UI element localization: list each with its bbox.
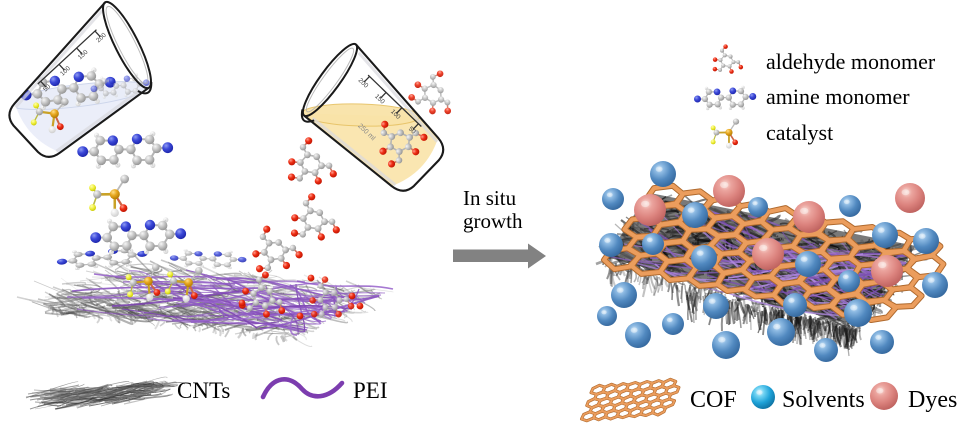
svg-text:aldehyde monomer: aldehyde monomer — [766, 49, 936, 74]
svg-text:amine monomer: amine monomer — [766, 84, 910, 109]
svg-text:growth: growth — [463, 209, 523, 233]
svg-text:CNTs: CNTs — [177, 378, 230, 403]
svg-text:PEI: PEI — [353, 378, 388, 403]
svg-text:COF: COF — [690, 387, 737, 413]
svg-text:catalyst: catalyst — [766, 120, 833, 145]
svg-text:Solvents: Solvents — [782, 387, 865, 413]
svg-text:In situ: In situ — [463, 186, 517, 210]
svg-text:Dyes: Dyes — [908, 387, 957, 413]
